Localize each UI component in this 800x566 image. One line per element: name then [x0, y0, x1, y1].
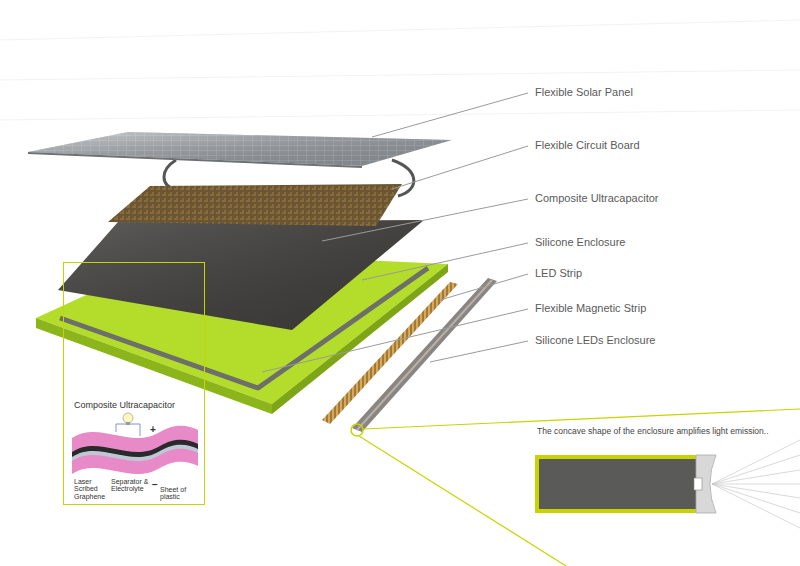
detail-box: The concave shape of the enclosure ampli…	[535, 424, 785, 450]
node-text: The concave shape of the enclosure ampli…	[537, 426, 769, 436]
layer-label: Separator & Electrolyte	[111, 478, 155, 493]
layer-label: Sheet of plastic	[160, 486, 190, 501]
inset-box: Composite Ultracapacitor	[63, 262, 205, 505]
node-text: Composite Ultracapacitor	[74, 400, 175, 410]
part-label: Composite Ultracapacitor	[535, 192, 659, 204]
part-label: Silicone LEDs Enclosure	[535, 334, 655, 346]
part-label: Flexible Solar Panel	[535, 86, 633, 98]
part-label: LED Strip	[535, 267, 582, 279]
polarity-sign: +	[150, 425, 156, 436]
part-label: Flexible Magnetic Strip	[535, 302, 646, 314]
part-label: Flexible Circuit Board	[535, 139, 640, 151]
part-label: Silicone Enclosure	[535, 236, 626, 248]
layer-label: Laser Scribed Graphene	[74, 478, 108, 500]
polarity-sign: −	[152, 480, 158, 491]
